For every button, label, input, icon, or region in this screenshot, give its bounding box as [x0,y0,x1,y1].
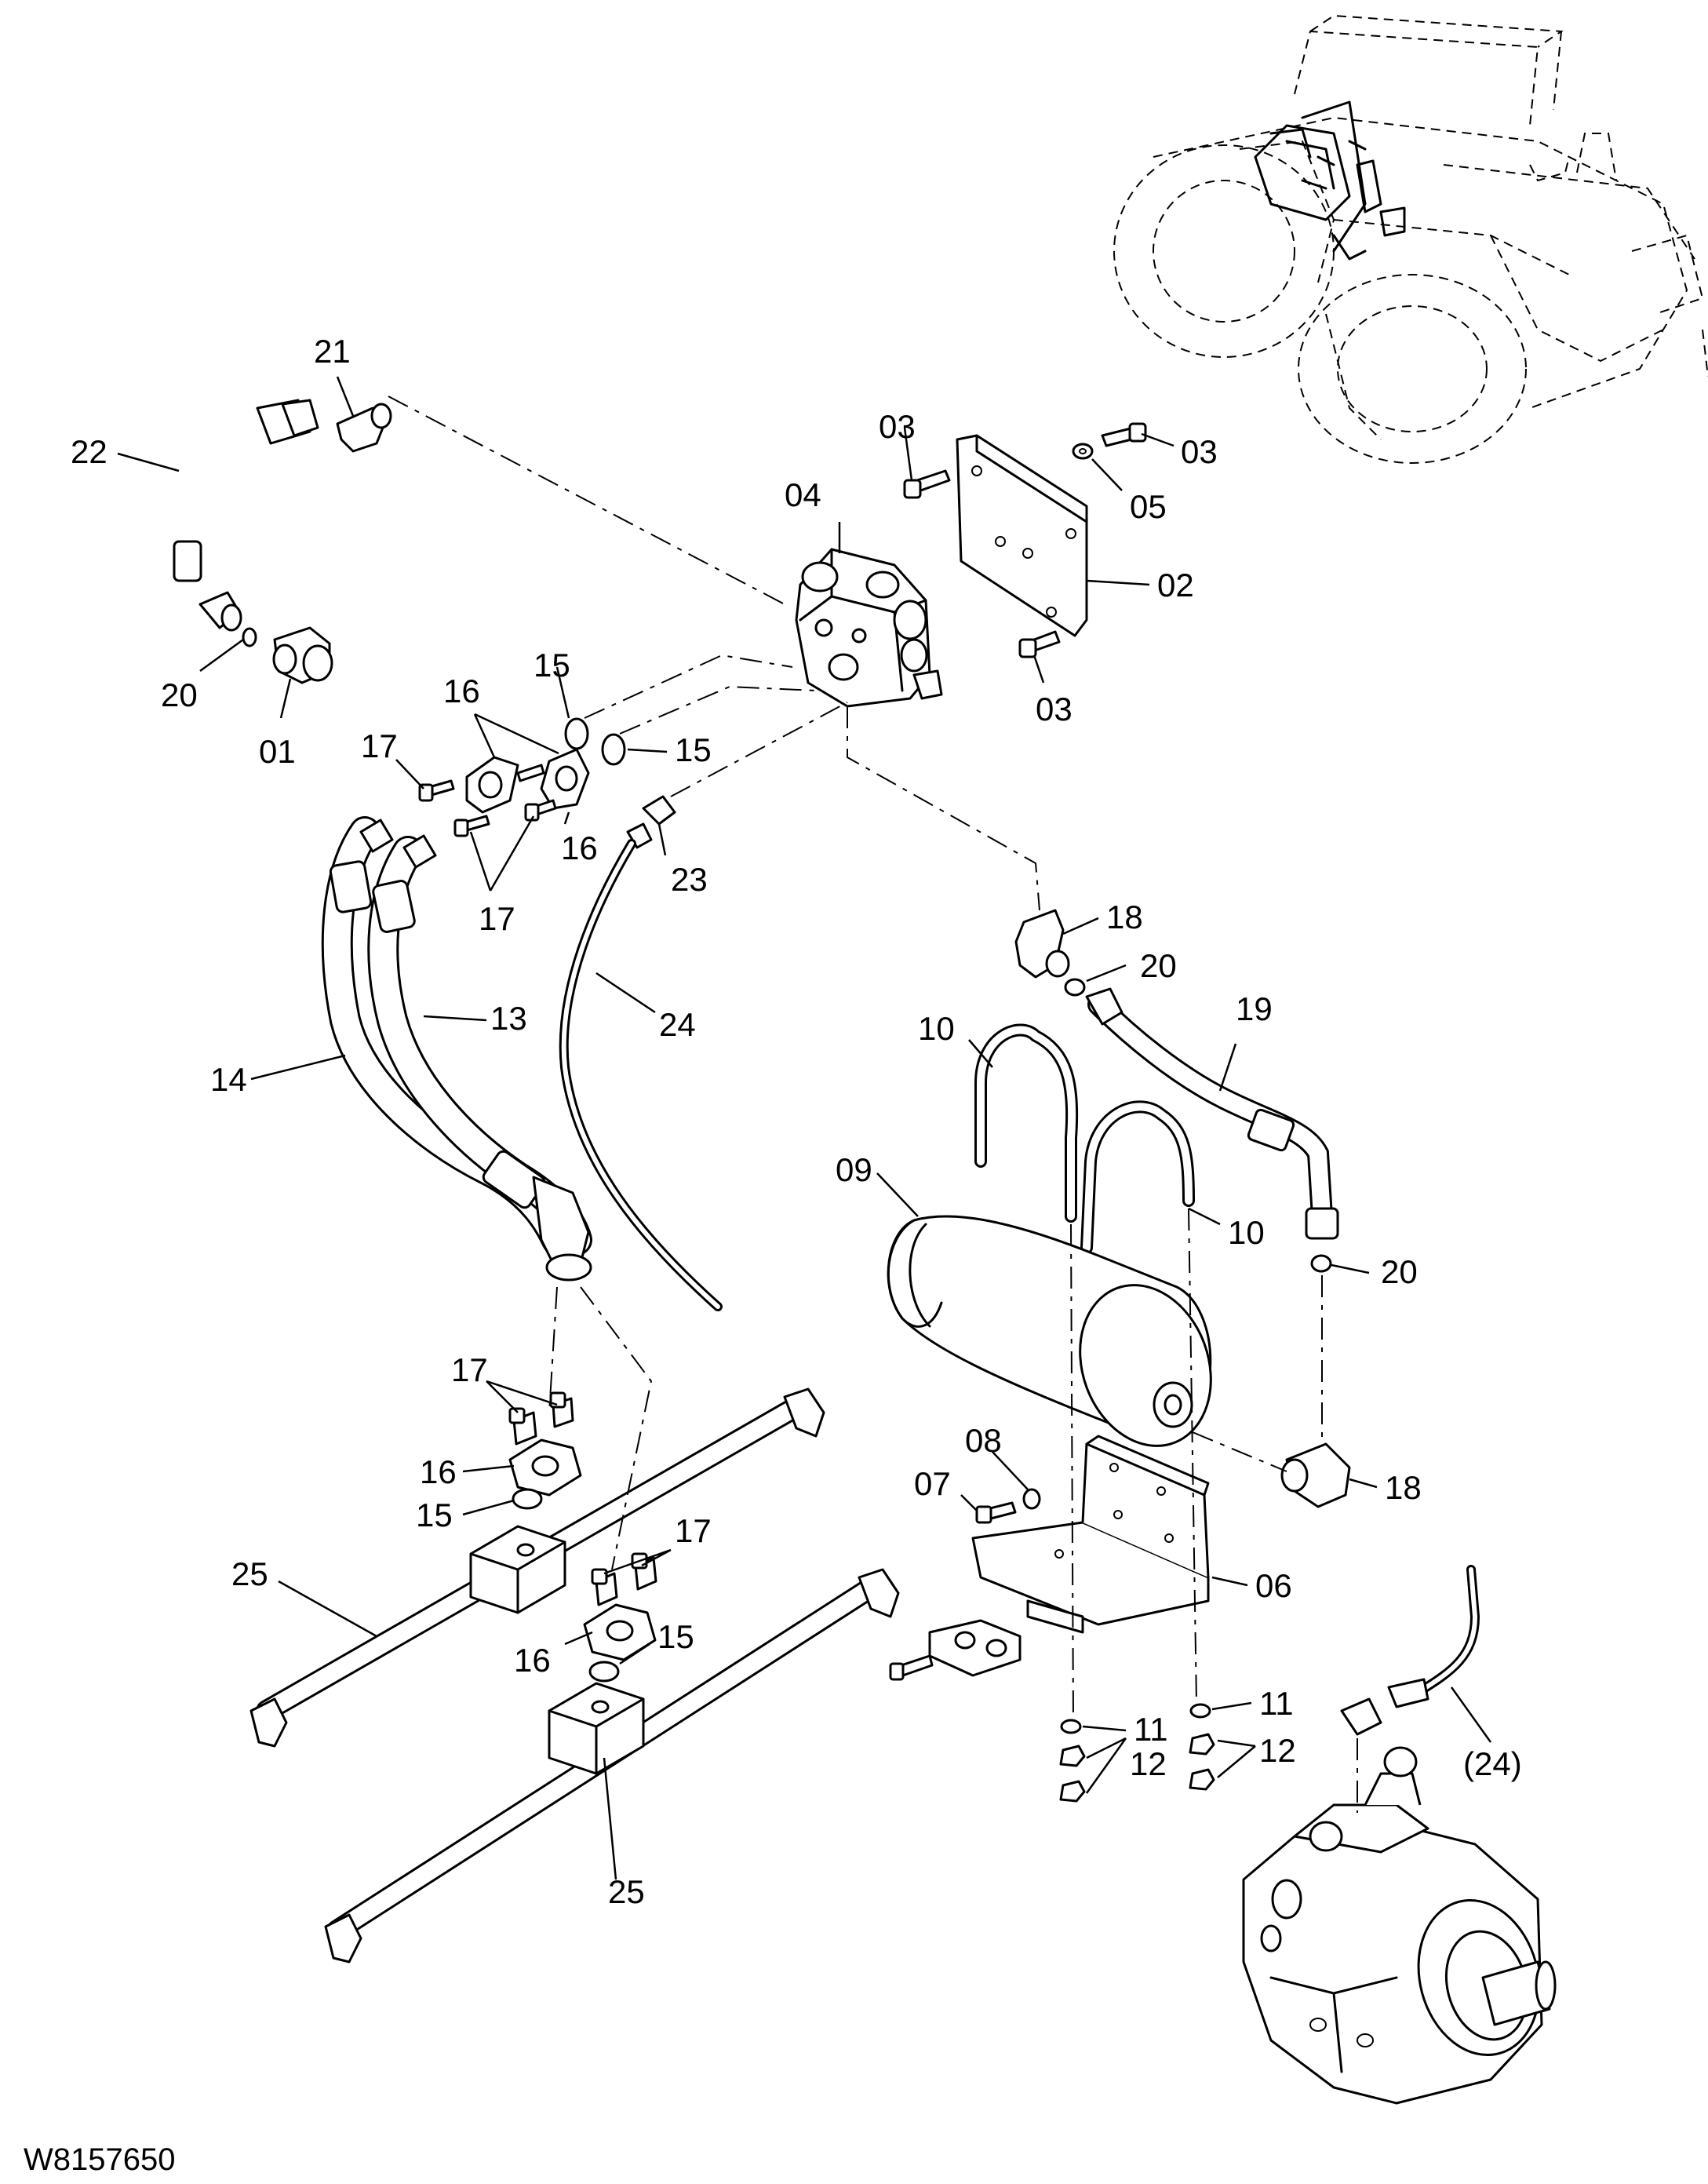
bolt-03-left [903,469,951,499]
tube-assembly-25-upper [249,1387,825,1748]
elbow-fitting-21 [336,403,392,453]
callout-17: 17 [675,1512,712,1549]
callout-16: 16 [561,829,598,866]
bolts-17-lower-b [591,1552,657,1606]
connection-lines [388,396,1358,1813]
tractor-location-inset [1113,14,1708,464]
callout-18: 18 [1106,899,1143,935]
callout-24: 24 [659,1006,696,1043]
callout-03: 03 [1181,433,1218,470]
callout-03: 03 [879,408,916,445]
callout-19: 19 [1236,990,1273,1027]
o-ring-15-lower-b [588,1661,620,1683]
callout-04: 04 [785,476,821,513]
tee-fitting-01 [272,626,333,684]
split-flange-16-lower-a [508,1438,582,1497]
callout-02: 02 [1157,567,1194,603]
callout-23: 23 [671,861,708,898]
callout-07: 07 [914,1465,951,1502]
nuts-12 [1059,1733,1215,1803]
bolts-17-upper [418,764,557,837]
split-flange-16-upper-a [465,756,519,814]
fitting-23 [626,795,676,849]
callout-17: 17 [361,727,398,764]
callout-10: 10 [1228,1214,1265,1251]
o-ring-20-middle [1064,978,1086,997]
callout-09: 09 [836,1151,872,1188]
washers-11 [1060,1703,1211,1734]
bolts-17-lower-a [508,1391,574,1446]
valve-block-04 [795,548,943,708]
u-bolt-10-right [1080,1100,1195,1254]
callout-01: 01 [259,733,296,770]
bracket-06 [971,1435,1210,1634]
tube-24-reference [1340,1565,1480,1736]
bolt-07 [975,1501,1017,1524]
callout-12: 12 [1259,1732,1296,1769]
o-ring-15-upper-b [601,733,626,766]
callout-25: 25 [231,1555,268,1592]
callout-15: 15 [534,647,570,684]
washer-05 [1072,443,1094,460]
callout-22: 22 [71,433,107,470]
o-ring-15-upper-a [564,717,589,750]
tube-24 [559,839,723,1311]
callout-20: 20 [1381,1253,1418,1290]
callout-11: 11 [1259,1685,1294,1722]
callout-20: 20 [161,676,198,713]
washer-08 [1022,1488,1041,1510]
callout-labels: 21 22 20 01 03 03 05 04 02 03 15 16 15 1… [24,333,1522,2177]
callout-15: 15 [416,1497,453,1533]
callout-16: 16 [514,1642,551,1679]
callout-20: 20 [1140,947,1177,984]
tube-assembly-25-lower [324,1568,900,1963]
o-ring-20-top [242,627,257,647]
hose-19 [1085,987,1339,1240]
bolt-03-right [1101,422,1147,447]
elbow-fitting-18-upper [1014,909,1070,979]
callout-24-ref: (24) [1463,1745,1522,1782]
callout-06: 06 [1255,1567,1292,1604]
callout-13: 13 [490,1000,527,1037]
split-flange-16-upper-b [540,748,590,810]
mounting-plate-02 [956,434,1088,637]
drawing-reference: W8157650 [24,2142,175,2177]
o-ring-20-right [1310,1254,1332,1273]
u-bolt-10-left [974,1023,1079,1223]
accumulator-tank-09 [887,1215,1212,1447]
split-flange-16-lower-b [583,1603,657,1661]
callout-21: 21 [314,333,351,370]
callout-08: 08 [965,1422,1002,1459]
callout-15: 15 [675,731,712,768]
bolt-03-bottom [1018,630,1061,658]
callout-15: 15 [657,1618,694,1655]
callout-11: 11 [1134,1711,1168,1748]
callout-16: 16 [420,1453,457,1490]
callout-03: 03 [1036,691,1073,727]
hose-13 [359,819,592,1282]
callout-14: 14 [210,1061,247,1098]
callout-18: 18 [1385,1469,1422,1506]
callout-12: 12 [1130,1745,1167,1782]
callout-17: 17 [451,1351,488,1388]
hydraulic-pump [1242,1746,1557,2105]
callout-05: 05 [1130,488,1167,525]
callout-17: 17 [479,900,515,937]
o-ring-15-lower-a [512,1488,543,1510]
hose-assembly-22 [173,399,319,632]
elbow-fitting-18-lower [1280,1442,1351,1508]
callout-16: 16 [443,673,480,709]
leader-lines [117,376,1492,1880]
callout-25: 25 [608,1873,645,1910]
clamp-block [889,1619,1022,1681]
callout-10: 10 [918,1010,955,1047]
